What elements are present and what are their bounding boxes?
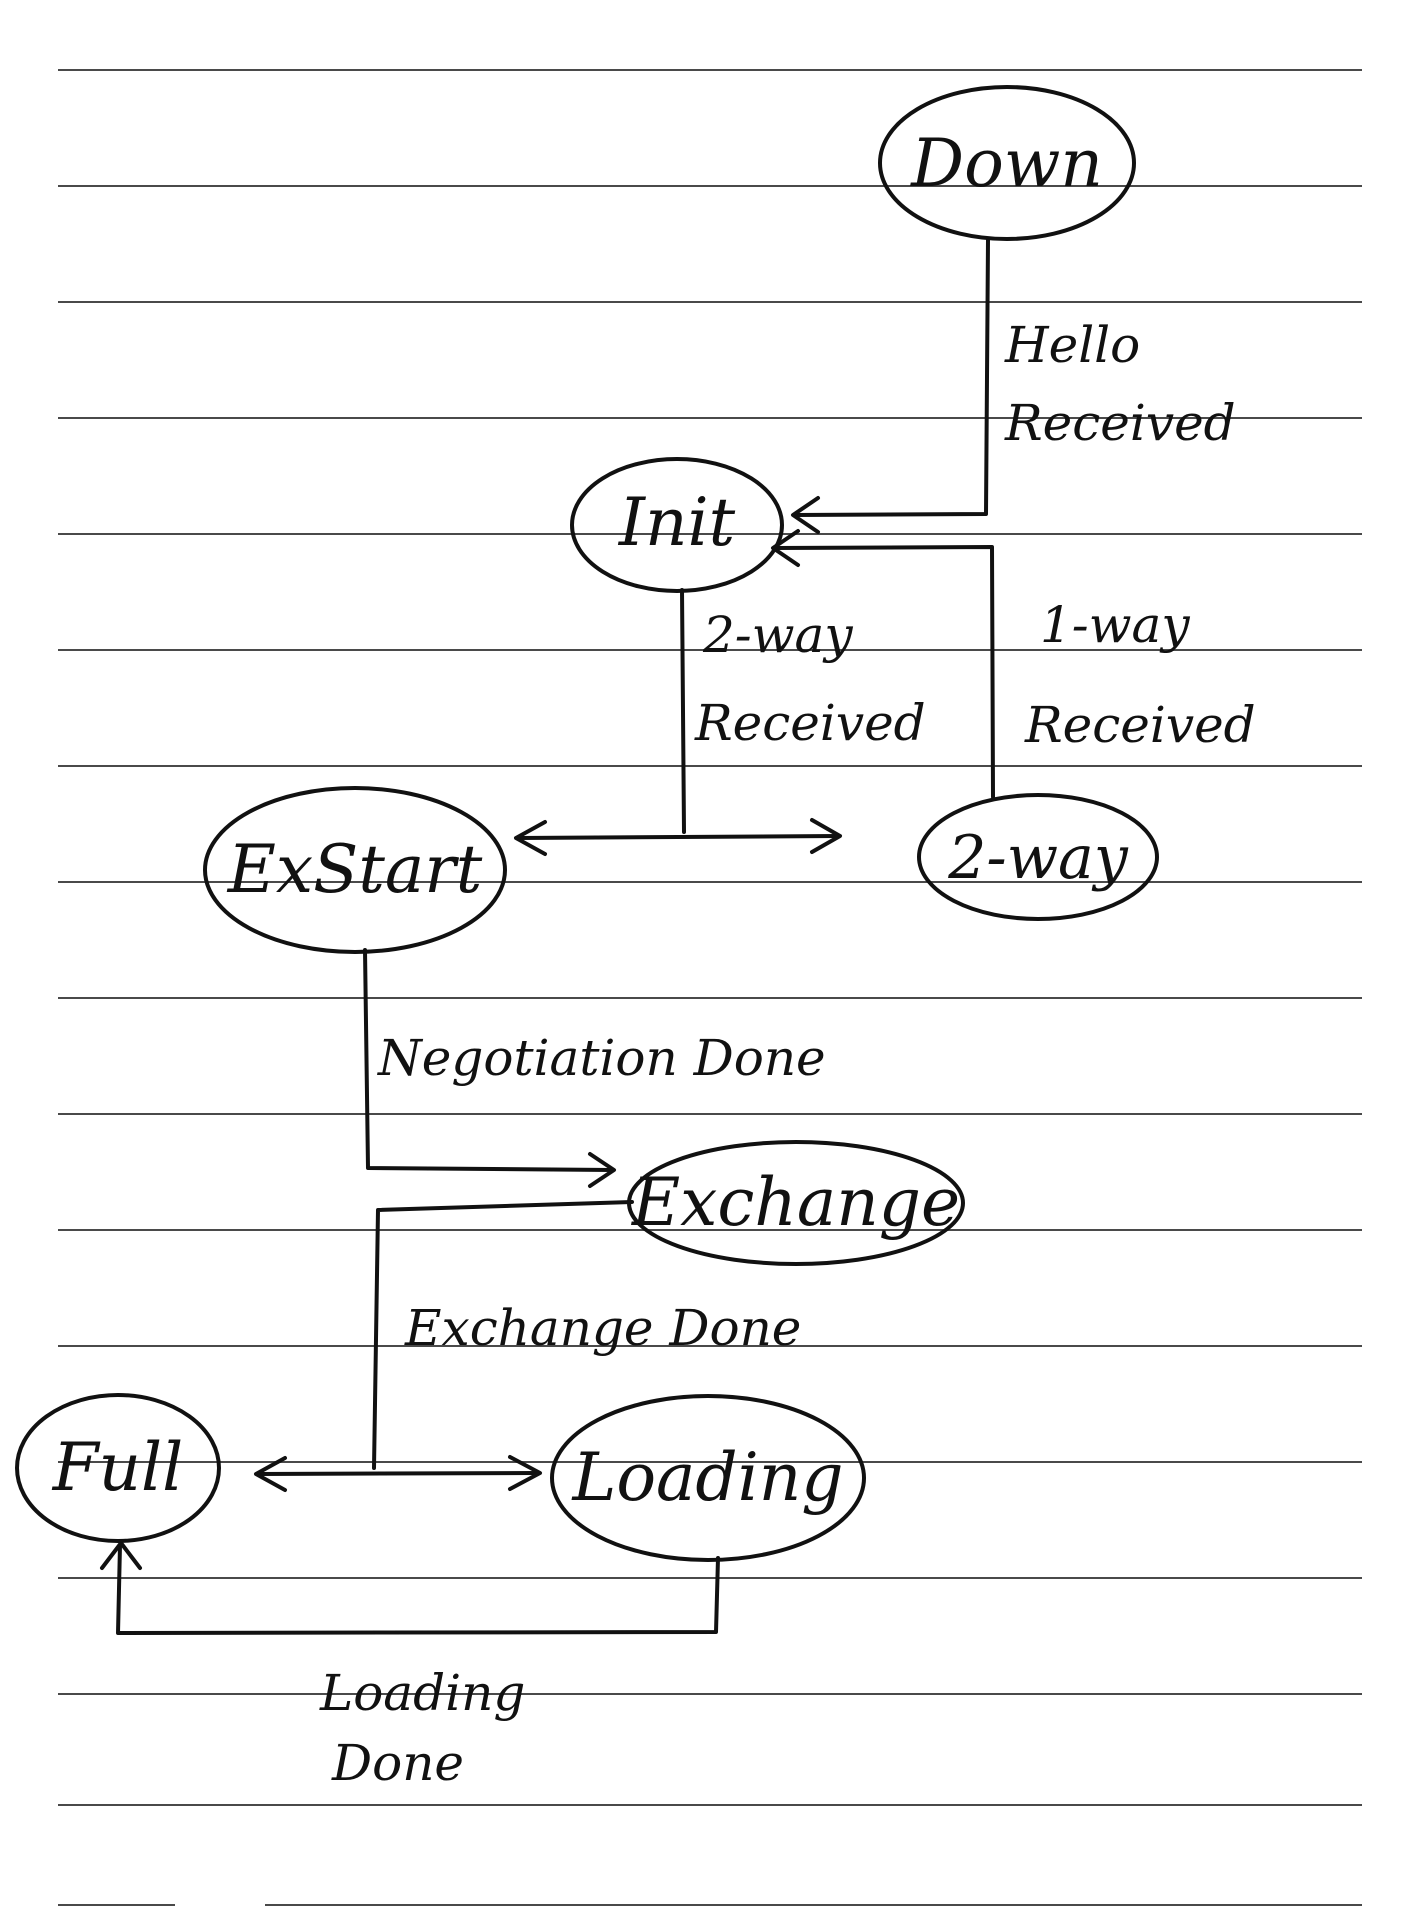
label-two-way-received-line2: Received — [694, 694, 926, 752]
state-full: Full — [15, 1393, 221, 1543]
state-down-label: Down — [910, 125, 1103, 202]
state-exchange: Exchange — [627, 1140, 965, 1266]
edge-exstart-to-exchange — [363, 948, 616, 1188]
transitions — [100, 238, 995, 1635]
label-hello-received-line1: Hello — [1004, 316, 1140, 374]
transition-labels: Hello Received 2-way Received 1-way Rece… — [319, 316, 1256, 1792]
arrowhead — [791, 496, 820, 534]
state-loading: Loading — [550, 1394, 866, 1562]
label-loading-done-line2: Done — [331, 1734, 464, 1792]
state-exstart: ExStart — [203, 786, 507, 954]
state-two-way-label: 2-way — [947, 823, 1129, 893]
label-loading-done-line1: Loading — [319, 1664, 525, 1722]
state-full-label: Full — [52, 1429, 184, 1506]
arrowhead — [100, 1541, 142, 1570]
edge-init-to-exstart-or-two-way — [514, 588, 842, 856]
state-loading-label: Loading — [571, 1439, 843, 1516]
edge-two-way-to-init — [771, 529, 995, 799]
state-exchange-label: Exchange — [631, 1164, 960, 1241]
arrowhead — [810, 818, 842, 854]
label-negotiation-done: Negotiation Done — [377, 1029, 826, 1087]
edge-loading-to-full — [100, 1541, 720, 1635]
state-down: Down — [878, 85, 1136, 241]
edge-down-to-init — [791, 238, 990, 534]
label-hello-received-line2: Received — [1004, 394, 1236, 452]
state-two-way: 2-way — [917, 793, 1159, 921]
edge-exchange-to-full-or-loading — [254, 1200, 634, 1492]
arrowhead — [588, 1152, 616, 1188]
states: Down Init ExStart 2-way Exchange Full Lo… — [15, 85, 1159, 1562]
arrowhead — [771, 529, 800, 567]
label-one-way-received-line1: 1-way — [1040, 596, 1190, 654]
ruled-lines — [58, 69, 1362, 1906]
state-init-label: Init — [618, 484, 736, 561]
label-exchange-done: Exchange Done — [404, 1299, 801, 1357]
arrowhead — [514, 820, 547, 856]
label-two-way-received-line1: 2-way — [702, 606, 853, 664]
state-init: Init — [570, 457, 784, 593]
state-exstart-label: ExStart — [227, 831, 483, 908]
arrowhead — [508, 1455, 542, 1491]
label-one-way-received-line2: Received — [1024, 696, 1256, 754]
arrowhead — [254, 1456, 287, 1492]
